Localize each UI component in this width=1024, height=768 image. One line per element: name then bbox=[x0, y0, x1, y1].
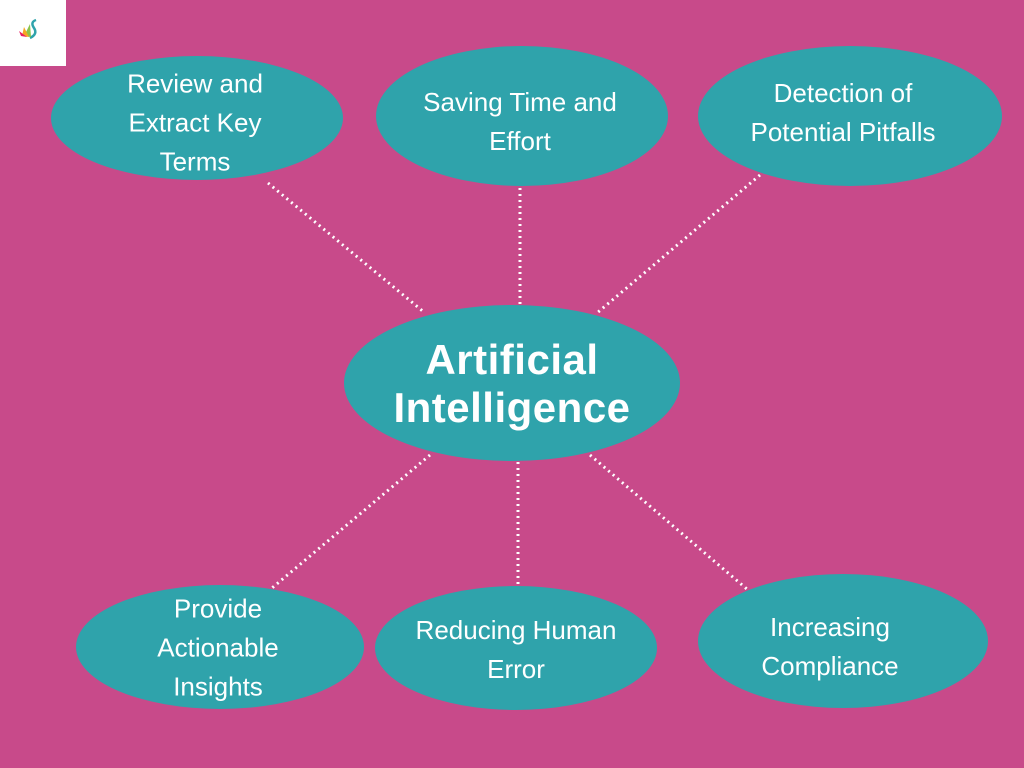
node-compliance bbox=[698, 574, 988, 708]
logo bbox=[0, 0, 66, 66]
label-line: Detection of bbox=[773, 78, 913, 108]
label-line: Review and bbox=[127, 68, 263, 99]
node-insights-label: Provide Actionable Insights bbox=[157, 590, 278, 707]
label-line: Increasing bbox=[770, 612, 890, 642]
swan-logo-icon bbox=[19, 18, 37, 40]
label-line: Artificial bbox=[425, 336, 599, 383]
label-line: Compliance bbox=[761, 651, 899, 681]
label-line: Error bbox=[487, 654, 545, 684]
connector-review bbox=[267, 181, 426, 315]
node-detection-label: Detection of Potential Pitfalls bbox=[751, 74, 936, 152]
label-line: Reducing Human bbox=[415, 615, 617, 645]
connector-detection bbox=[596, 173, 761, 315]
node-detection bbox=[698, 46, 1002, 186]
label-line: Insights bbox=[173, 671, 263, 702]
node-review-label: Review and Extract Key Terms bbox=[127, 65, 263, 182]
node-error-label: Reducing Human Error bbox=[416, 611, 617, 689]
label-line: Effort bbox=[489, 126, 551, 156]
node-center bbox=[344, 305, 680, 461]
label-line: Extract Key bbox=[128, 107, 262, 138]
label-line: Terms bbox=[159, 146, 231, 177]
node-error bbox=[375, 586, 657, 710]
label-line: Potential Pitfalls bbox=[750, 117, 936, 147]
center-label: Artificial Intelligence bbox=[393, 336, 630, 432]
node-insights bbox=[76, 585, 364, 709]
node-saving-label: Saving Time and Effort bbox=[423, 83, 617, 161]
label-line: Intelligence bbox=[393, 384, 631, 431]
node-saving bbox=[376, 46, 668, 186]
node-compliance-label: Increasing Compliance bbox=[761, 608, 898, 686]
label-line: Actionable bbox=[157, 632, 279, 663]
label-line: Provide bbox=[173, 593, 263, 624]
connector-insights bbox=[271, 453, 431, 590]
label-line: Saving Time and bbox=[423, 87, 617, 117]
node-review bbox=[51, 56, 343, 180]
connector-compliance bbox=[589, 453, 749, 592]
